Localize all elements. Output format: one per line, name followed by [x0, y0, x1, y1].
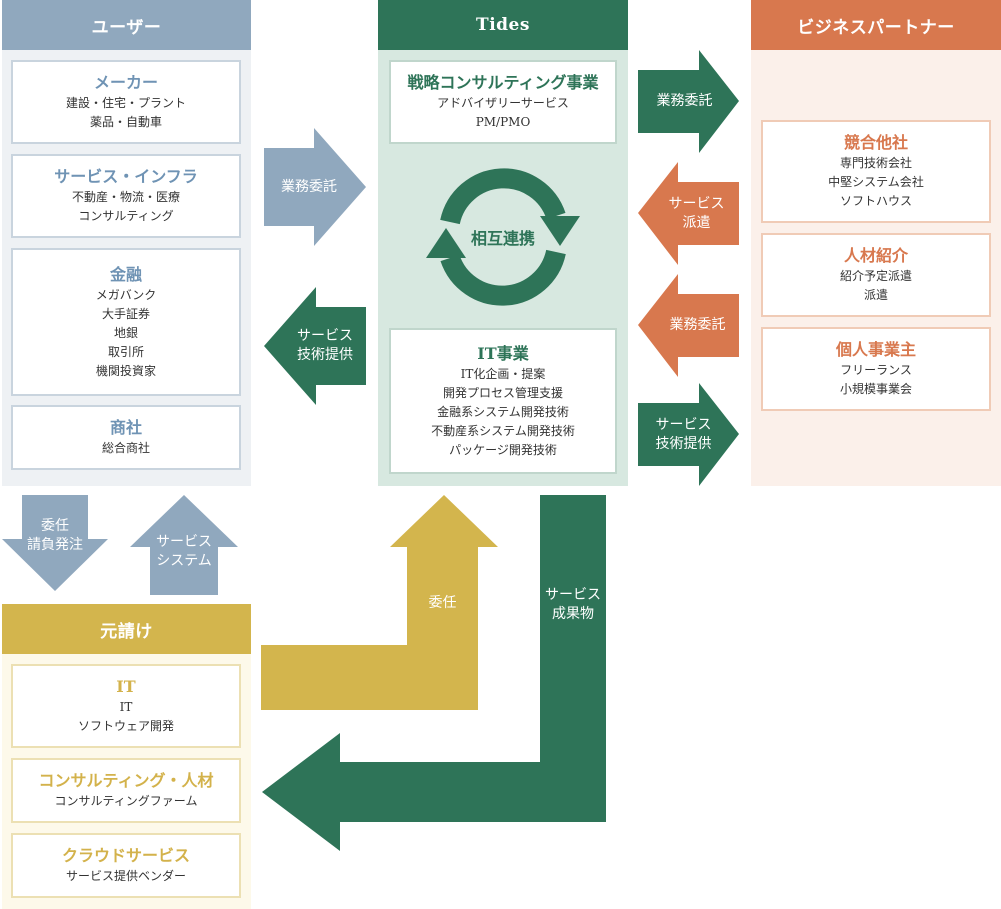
- partner-card-competitors: 競合他社 専門技術会社 中堅システム会社 ソフトハウス: [761, 120, 991, 223]
- card-title: クラウドサービス: [61, 846, 190, 865]
- mutual-cycle-icon: [426, 168, 580, 306]
- user-card-finance: 金融 メガバンク 大手証券 地銀 取引所 機関投資家: [11, 248, 241, 396]
- arrow-label: 委任 請負発注: [27, 518, 83, 553]
- contractor-header: 元請け: [2, 604, 251, 654]
- card-line: 小規模事業会: [839, 382, 912, 396]
- arrow-users-to-contractor: 委任 請負発注: [2, 495, 108, 591]
- contractor-card-consulting: コンサルティング・人材 コンサルティングファーム: [11, 758, 241, 823]
- arrow-tides-to-partners-commission: 業務委託: [638, 50, 739, 153]
- card-title: 商社: [109, 418, 142, 437]
- contractor-card-cloud: クラウドサービス サービス提供ベンダー: [11, 833, 241, 898]
- tides-card-it: IT事業 IT化企画・提案 開発プロセス管理支援 金融系システム開発技術 不動産…: [389, 328, 617, 474]
- arrow-label: サービス 派遣: [668, 195, 725, 231]
- user-card-maker: メーカー 建設・住宅・プラント 薬品・自動車: [11, 60, 241, 144]
- card-line: 大手証券: [101, 306, 150, 321]
- tides-card-strategy: 戦略コンサルティング事業 アドバイザリーサービス PM/PMO: [389, 60, 617, 144]
- card-line: サービス提供ベンダー: [65, 869, 186, 883]
- user-card-service-infra: サービス・インフラ 不動産・物流・医療 コンサルティング: [11, 154, 241, 238]
- card-line: アドバイザリーサービス: [437, 96, 569, 110]
- card-line: ソフトウェア開発: [77, 719, 174, 733]
- card-line: 機関投資家: [95, 363, 156, 378]
- card-line: IT化企画・提案: [460, 366, 546, 381]
- card-title: 個人事業主: [835, 340, 916, 359]
- card-line: 専門技術会社: [839, 156, 912, 170]
- card-title: 競合他社: [843, 133, 908, 152]
- arrow-label: 業務委託: [656, 93, 713, 109]
- arrow-tides-to-users: サービス 技術提供: [264, 287, 366, 405]
- card-line: メガバンク: [95, 287, 157, 302]
- card-title: IT: [116, 677, 136, 696]
- card-line: 中堅システム会社: [828, 175, 924, 189]
- arrow-label-contractor-to-tides: 委任: [428, 595, 457, 611]
- card-line: コンサルティングファーム: [54, 794, 198, 808]
- card-line: 薬品・自動車: [89, 115, 162, 129]
- card-title: メーカー: [93, 73, 158, 92]
- arrow-users-to-tides: 業務委託: [264, 128, 366, 246]
- card-line: ソフトハウス: [839, 194, 912, 208]
- card-title: 金融: [109, 264, 142, 284]
- partner-card-staffing: 人材紹介 紹介予定派遣 派遣: [761, 233, 991, 317]
- users-header: ユーザー: [2, 0, 251, 50]
- arrow-tides-to-partners-tech: サービス 技術提供: [638, 383, 739, 486]
- contractor-card-it: IT IT ソフトウェア開発: [11, 664, 241, 748]
- card-line: 総合商社: [101, 441, 150, 455]
- arrow-label: サービス システム: [156, 534, 212, 569]
- card-title: コンサルティング・人材: [38, 771, 214, 790]
- card-line: 開発プロセス管理支援: [442, 385, 563, 400]
- card-line: PM/PMO: [475, 115, 531, 129]
- card-line: 不動産・物流・医療: [71, 190, 180, 204]
- card-line: 地銀: [113, 325, 138, 340]
- arrow-label: 業務委託: [281, 178, 337, 195]
- tides-header: Tides: [378, 0, 628, 50]
- arrow-contractor-to-users: サービス システム: [130, 495, 238, 595]
- mutual-cycle-label: 相互連携: [470, 229, 535, 248]
- card-line: 派遣: [863, 288, 888, 302]
- arrow-label: 業務委託: [669, 317, 726, 333]
- arrow-label: サービス 技術提供: [297, 328, 353, 363]
- card-title: サービス・インフラ: [54, 167, 198, 186]
- arrow-partners-to-tides-dispatch: サービス 派遣: [638, 162, 739, 265]
- card-line: 金融系システム開発技術: [437, 404, 569, 419]
- card-line: パッケージ開発技術: [449, 442, 557, 457]
- arrow-partners-to-tides-commission: 業務委託: [638, 274, 739, 377]
- card-title: IT事業: [477, 343, 529, 363]
- card-title: 人材紹介: [843, 246, 908, 265]
- card-line: 紹介予定派遣: [839, 269, 912, 283]
- partner-card-freelance: 個人事業主 フリーランス 小規模事業会: [761, 327, 991, 411]
- arrow-label-tides-to-contractor: サービス 成果物: [545, 587, 601, 622]
- card-line: コンサルティング: [78, 209, 174, 223]
- card-line: 建設・住宅・プラント: [65, 96, 186, 110]
- card-line: フリーランス: [840, 363, 912, 377]
- card-line: 不動産系システム開発技術: [431, 423, 575, 438]
- arrow-label: サービス 技術提供: [655, 416, 712, 452]
- partners-header: ビジネスパートナー: [751, 0, 1001, 50]
- card-line: 取引所: [107, 344, 144, 359]
- user-card-trading: 商社 総合商社: [11, 405, 241, 470]
- card-line: IT: [119, 700, 133, 714]
- card-title: 戦略コンサルティング事業: [407, 73, 599, 92]
